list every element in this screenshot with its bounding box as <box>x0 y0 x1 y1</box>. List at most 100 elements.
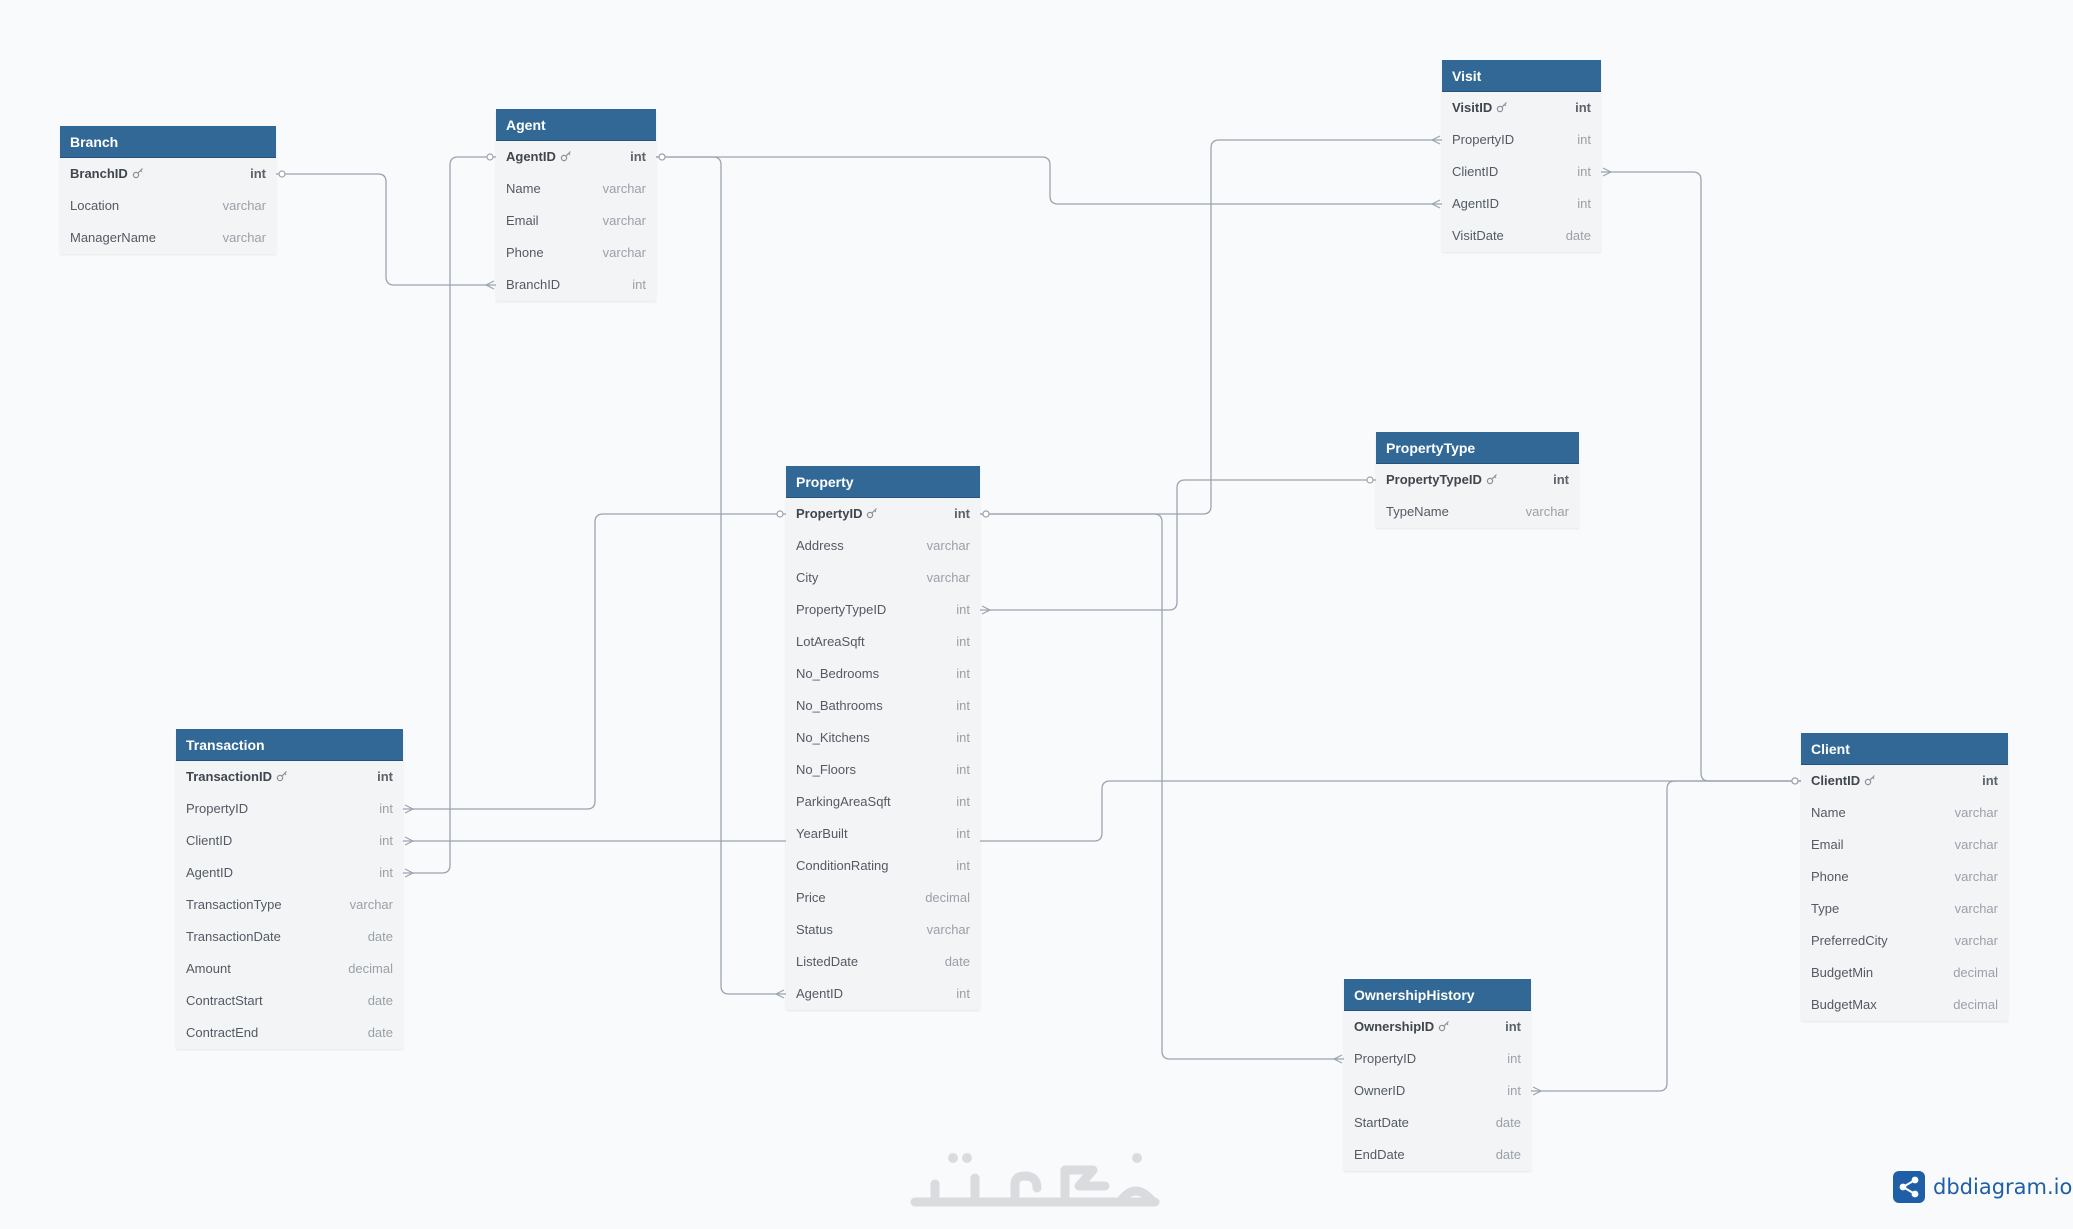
table-header[interactable]: PropertyType <box>1376 432 1579 464</box>
relationship-agent-agentid-transaction-agentid[interactable] <box>403 153 496 878</box>
relationship-agent-agentid-property-agentid[interactable] <box>656 153 786 999</box>
column-type: int <box>379 801 393 816</box>
column-name-cell: No_Floors <box>796 754 856 786</box>
table-header[interactable]: Agent <box>496 109 656 141</box>
column-type: int <box>1505 1019 1521 1034</box>
relationship-branch-branchid-agent-branchid[interactable] <box>276 170 496 290</box>
relationship-property-propertyid-visit-propertyid[interactable] <box>980 135 1442 518</box>
column-type: varchar <box>602 181 646 196</box>
table-header[interactable]: Branch <box>60 126 276 158</box>
relationship-property-propertyid-ownershiphistory-propertyid[interactable] <box>980 510 1344 1064</box>
column-name: AgentID <box>1452 196 1499 211</box>
column-type: varchar <box>602 213 646 228</box>
table-header[interactable]: Transaction <box>176 729 403 761</box>
table-header[interactable]: Client <box>1801 733 2008 765</box>
relationship-line <box>980 479 1376 611</box>
column-type: int <box>954 506 970 521</box>
relationship-line <box>1601 171 1801 782</box>
column-type: int <box>956 634 970 649</box>
column-name: BudgetMax <box>1811 997 1877 1012</box>
relationship-client-clientid-transaction-clientid[interactable] <box>403 777 1801 846</box>
table-header[interactable]: Property <box>786 466 980 498</box>
column-type: int <box>379 865 393 880</box>
relationship-agent-agentid-visit-agentid[interactable] <box>656 153 1442 209</box>
relationship-client-clientid-ownershiphistory-ownerid[interactable] <box>1531 777 1801 1096</box>
column-row-name[interactable]: Name varchar <box>496 173 656 205</box>
table-header[interactable]: Visit <box>1442 60 1601 92</box>
column-name: Status <box>796 922 833 937</box>
column-type: date <box>1495 1147 1521 1162</box>
column-name-cell: ParkingAreaSqft <box>796 786 891 818</box>
column-name: Name <box>506 181 541 196</box>
relationship-propertytype-propertytypeid-property-propertytypeid[interactable] <box>980 476 1376 615</box>
relationship-property-propertyid-transaction-propertyid[interactable] <box>403 510 786 814</box>
relationship-client-clientid-visit-clientid[interactable] <box>1601 167 1801 785</box>
dbdiagram-branding[interactable]: dbdiagram.io <box>1893 1170 2072 1204</box>
many-end-marker <box>404 868 414 878</box>
table-header[interactable]: OwnershipHistory <box>1344 979 1531 1011</box>
column-name-cell: TransactionID <box>186 761 288 793</box>
